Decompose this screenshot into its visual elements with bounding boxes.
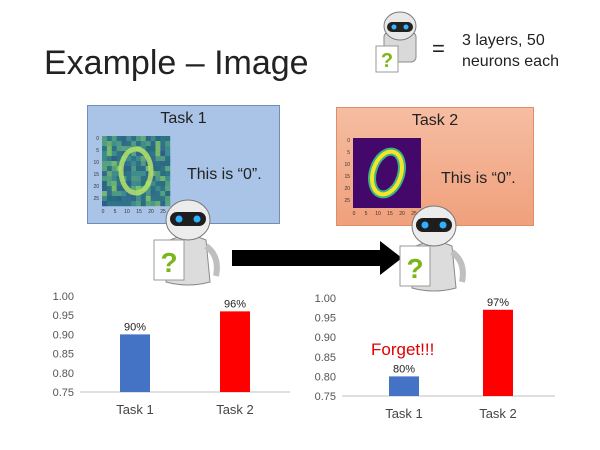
chart1-ytick-3: 0.90 bbox=[315, 332, 336, 344]
svg-text:5: 5 bbox=[347, 150, 350, 156]
chart1-category-label-2: Task 2 bbox=[479, 406, 517, 421]
legend-robot-icon: ? bbox=[372, 10, 428, 76]
svg-text:5: 5 bbox=[114, 209, 117, 215]
forget-annotation: Forget!!! bbox=[371, 340, 435, 359]
chart0-ytick-2: 0.85 bbox=[53, 349, 74, 361]
task1-caption: This is “0”. bbox=[187, 166, 262, 183]
chart-before-svg: 0.75 0.80 0.85 0.90 0.95 1.00 90% Task 1 96% Task… bbox=[53, 291, 290, 417]
svg-text:15: 15 bbox=[387, 211, 393, 217]
task2-mnist-clean-image: 0 5 10 15 20 25 0 5 10 15 20 25 bbox=[341, 134, 427, 224]
robot-model-after: ? bbox=[394, 202, 474, 298]
chart1-data-label-1: 80% bbox=[393, 363, 415, 375]
chart1-ytick-2: 0.85 bbox=[315, 352, 336, 364]
svg-text:0: 0 bbox=[102, 209, 105, 215]
chart0-bar-1 bbox=[120, 334, 150, 392]
svg-text:5: 5 bbox=[96, 148, 99, 154]
chart1-bar-2 bbox=[483, 309, 513, 396]
svg-text:25: 25 bbox=[344, 198, 350, 204]
chart1-ytick-0: 0.75 bbox=[315, 391, 336, 403]
progress-arrow bbox=[232, 241, 402, 280]
legend-line-2: neurons each bbox=[462, 53, 559, 70]
chart1-ytick-5: 1.00 bbox=[315, 293, 336, 305]
svg-text:20: 20 bbox=[399, 211, 405, 217]
svg-text:25: 25 bbox=[411, 211, 417, 217]
svg-text:20: 20 bbox=[93, 184, 99, 190]
svg-text:10: 10 bbox=[375, 211, 381, 217]
chart1-category-label-1: Task 1 bbox=[385, 406, 423, 421]
chart0-ytick-5: 1.00 bbox=[53, 291, 74, 303]
chart0-bar-2 bbox=[220, 311, 250, 392]
chart1-bar-1 bbox=[389, 376, 419, 396]
task1-axis-ticks: 0 5 10 15 20 25 0 5 10 15 20 25 bbox=[93, 136, 166, 215]
svg-text:0: 0 bbox=[353, 211, 356, 217]
chart0-ytick-1: 0.80 bbox=[53, 368, 74, 380]
accuracy-chart-after: 0.75 0.80 0.85 0.90 0.95 1.00 80% Task 1 97% Task… bbox=[290, 284, 560, 434]
legend-description: 3 layers, 50 neurons each bbox=[462, 30, 592, 72]
task2-axis-ticks: 0 5 10 15 20 25 0 5 10 15 20 25 bbox=[344, 138, 417, 217]
svg-text:20: 20 bbox=[148, 209, 154, 215]
legend-badge-question: ? bbox=[381, 50, 393, 72]
task1-title: Task 1 bbox=[160, 110, 207, 127]
chart1-ytick-1: 0.80 bbox=[315, 371, 336, 383]
chart0-ytick-4: 0.95 bbox=[53, 310, 74, 322]
chart0-ytick-0: 0.75 bbox=[53, 387, 74, 399]
svg-text:0: 0 bbox=[96, 136, 99, 142]
chart0-category-label-2: Task 2 bbox=[216, 402, 254, 417]
svg-text:10: 10 bbox=[124, 209, 130, 215]
svg-text:10: 10 bbox=[93, 160, 99, 166]
task2-title: Task 2 bbox=[411, 112, 459, 129]
chart0-ytick-3: 0.90 bbox=[53, 329, 74, 341]
svg-text:15: 15 bbox=[93, 172, 99, 178]
task1-panel: Task 1 0 5 10 15 20 25 0 5 10 15 20 25 T… bbox=[87, 105, 280, 224]
chart-after-svg: 0.75 0.80 0.85 0.90 0.95 1.00 80% Task 1 97% Task… bbox=[315, 293, 555, 421]
svg-text:25: 25 bbox=[160, 209, 166, 215]
svg-text:25: 25 bbox=[93, 196, 99, 202]
task1-mnist-noisy-image: 0 5 10 15 20 25 0 5 10 15 20 25 bbox=[90, 132, 176, 222]
chart1-ytick-4: 0.95 bbox=[315, 313, 336, 325]
chart0-data-label-1: 90% bbox=[124, 321, 146, 333]
chart0-data-label-2: 96% bbox=[224, 298, 246, 310]
accuracy-chart-before: 0.75 0.80 0.85 0.90 0.95 1.00 90% Task 1 96% Task… bbox=[40, 284, 300, 434]
robot1-badge-question: ? bbox=[160, 247, 177, 278]
svg-text:10: 10 bbox=[344, 162, 350, 168]
legend-line-1: 3 layers, 50 bbox=[462, 32, 545, 49]
robot2-badge-question: ? bbox=[406, 253, 423, 284]
slide-title: Example – Image bbox=[44, 44, 309, 82]
svg-text:5: 5 bbox=[365, 211, 368, 217]
svg-text:20: 20 bbox=[344, 186, 350, 192]
chart1-data-label-2: 97% bbox=[487, 297, 509, 309]
task2-caption: This is “0”. bbox=[441, 170, 516, 187]
svg-text:15: 15 bbox=[344, 174, 350, 180]
svg-text:0: 0 bbox=[347, 138, 350, 144]
robot-model-before: ? bbox=[148, 196, 228, 292]
svg-text:15: 15 bbox=[136, 209, 142, 215]
chart0-category-label-1: Task 1 bbox=[116, 402, 154, 417]
legend-equals: = bbox=[432, 36, 445, 61]
